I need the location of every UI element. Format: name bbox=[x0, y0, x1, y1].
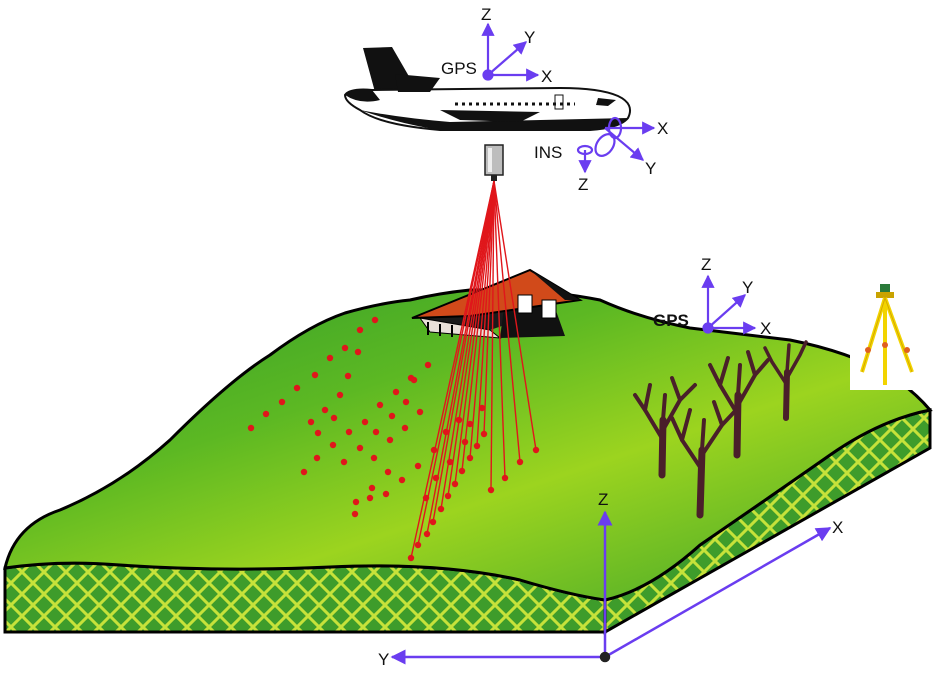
laser-point bbox=[424, 531, 430, 537]
plane-gps-x-label: X bbox=[541, 67, 552, 86]
ins-z-label: Z bbox=[578, 175, 588, 194]
laser-point bbox=[447, 459, 453, 465]
laser-point bbox=[387, 437, 393, 443]
laser-point bbox=[411, 377, 417, 383]
laser-point bbox=[517, 459, 523, 465]
ins-y-label: Y bbox=[645, 159, 656, 178]
laser-point bbox=[393, 389, 399, 395]
laser-point bbox=[433, 475, 439, 481]
ins-label: INS bbox=[534, 143, 562, 162]
laser-point bbox=[385, 469, 391, 475]
laser-point bbox=[327, 355, 333, 361]
laser-point bbox=[467, 455, 473, 461]
laser-point bbox=[315, 430, 321, 436]
laser-point bbox=[474, 443, 480, 449]
laser-point bbox=[479, 405, 485, 411]
laser-point bbox=[331, 415, 337, 421]
laser-point bbox=[367, 495, 373, 501]
laser-point bbox=[279, 399, 285, 405]
terrain-top-surface bbox=[5, 290, 930, 600]
laser-point bbox=[467, 421, 473, 427]
plane-gps-label: GPS bbox=[441, 59, 477, 78]
laser-point bbox=[362, 419, 368, 425]
tripod-gps-icon bbox=[850, 278, 930, 390]
laser-point bbox=[314, 455, 320, 461]
laser-point bbox=[312, 372, 318, 378]
plane-gps-y-label: Y bbox=[524, 28, 535, 47]
laser-point bbox=[337, 392, 343, 398]
world-z-label: Z bbox=[598, 490, 608, 509]
laser-point bbox=[346, 429, 352, 435]
laser-point bbox=[488, 487, 494, 493]
world-x-label: X bbox=[832, 518, 843, 537]
ground-gps-z-label: Z bbox=[701, 255, 711, 274]
laser-point bbox=[533, 447, 539, 453]
laser-point bbox=[263, 411, 269, 417]
laser-point bbox=[345, 373, 351, 379]
plane-gps-z-label: Z bbox=[481, 5, 491, 24]
laser-point bbox=[322, 407, 328, 413]
laser-point bbox=[383, 491, 389, 497]
laser-point bbox=[408, 555, 414, 561]
laser-point bbox=[248, 425, 254, 431]
laser-point bbox=[389, 413, 395, 419]
laser-point bbox=[342, 345, 348, 351]
laser-point bbox=[399, 477, 405, 483]
laser-point bbox=[445, 493, 451, 499]
lidar-sensor-icon bbox=[485, 145, 503, 181]
laser-point bbox=[431, 447, 437, 453]
laser-point bbox=[294, 385, 300, 391]
laser-point bbox=[352, 511, 358, 517]
laser-point bbox=[481, 431, 487, 437]
laser-point bbox=[462, 439, 468, 445]
laser-point bbox=[423, 495, 429, 501]
laser-point bbox=[355, 349, 361, 355]
laser-point bbox=[308, 419, 314, 425]
laser-point bbox=[415, 542, 421, 548]
laser-point bbox=[456, 417, 462, 423]
laser-point bbox=[452, 481, 458, 487]
laser-point bbox=[425, 362, 431, 368]
laser-point bbox=[403, 399, 409, 405]
laser-point bbox=[417, 409, 423, 415]
laser-point bbox=[369, 485, 375, 491]
world-y-label: Y bbox=[378, 650, 389, 669]
laser-point bbox=[330, 442, 336, 448]
ground-gps-y-label: Y bbox=[742, 278, 753, 297]
laser-point bbox=[373, 429, 379, 435]
laser-point bbox=[415, 463, 421, 469]
laser-point bbox=[341, 459, 347, 465]
laser-point bbox=[459, 468, 465, 474]
laser-point bbox=[357, 445, 363, 451]
laser-point bbox=[402, 425, 408, 431]
laser-point bbox=[443, 429, 449, 435]
laser-point bbox=[438, 506, 444, 512]
laser-point bbox=[301, 469, 307, 475]
ground-gps-label: GPS bbox=[653, 311, 689, 330]
laser-point bbox=[372, 317, 378, 323]
laser-point bbox=[502, 475, 508, 481]
ground-gps-x-label: X bbox=[760, 319, 771, 338]
laser-point bbox=[377, 402, 383, 408]
laser-point bbox=[430, 519, 436, 525]
ins-x-label: X bbox=[657, 119, 668, 138]
laser-point bbox=[353, 499, 359, 505]
laser-point bbox=[357, 327, 363, 333]
laser-point bbox=[371, 455, 377, 461]
